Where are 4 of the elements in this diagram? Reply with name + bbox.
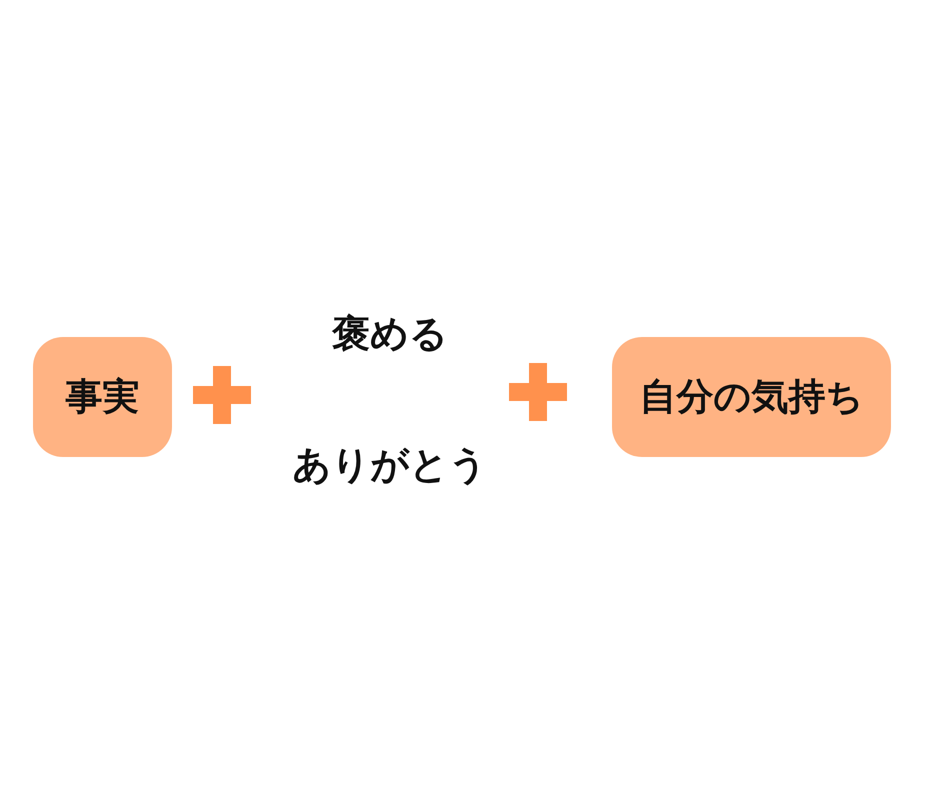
rounded-box: 自分の気持ち (612, 337, 891, 457)
word-label: ありがとう (292, 442, 488, 488)
rounded-box: 事実 (33, 337, 172, 457)
word-label: 褒める (332, 310, 448, 358)
